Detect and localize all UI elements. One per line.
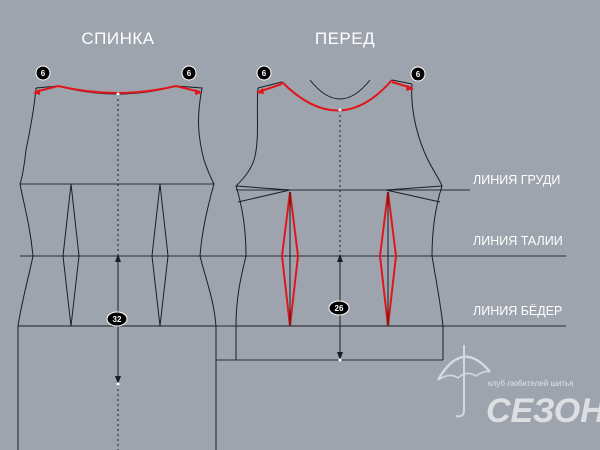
back-neckline-red — [57, 85, 177, 94]
back-shoulder-arrow-right — [195, 89, 202, 95]
badge-front-length: 26 — [328, 300, 350, 316]
front-bust-dart-right — [385, 185, 443, 203]
back-arrow-down — [115, 376, 121, 384]
svg-text:32: 32 — [113, 315, 122, 324]
front-shoulder-left — [257, 81, 283, 89]
back-bodice-outline — [17, 85, 217, 450]
dot-front-bottom — [338, 358, 342, 362]
front-title: ПЕРЕД — [315, 29, 375, 48]
back-title: СПИНКА — [81, 29, 154, 48]
svg-text:6: 6 — [416, 70, 421, 79]
bust-line-label: ЛИНИЯ ГРУДИ — [473, 173, 560, 187]
dot-back-top — [116, 92, 120, 96]
logo-tagline: клуб любителей шитья — [488, 379, 574, 388]
back-dart-left — [62, 183, 80, 327]
front-shoulder-arrow-right — [406, 85, 414, 91]
front-neckline-red — [281, 79, 393, 112]
hip-line-label: ЛИНИЯ БЁДЕР — [473, 304, 562, 318]
back-shoulder-arrow-left — [33, 89, 40, 95]
front-arrow-up — [337, 254, 343, 262]
front-bust-dart-left — [235, 185, 291, 203]
waist-line-label: ЛИНИЯ ТАЛИИ — [473, 234, 563, 248]
back-arrow-up — [115, 254, 121, 262]
badge-back-length: 32 — [106, 311, 128, 327]
logo-name: СЕЗОН — [486, 392, 600, 430]
front-shoulder-right — [391, 79, 413, 85]
back-dart-right — [151, 183, 169, 327]
svg-text:6: 6 — [262, 69, 267, 78]
badge-back-right: 6 — [181, 65, 197, 81]
svg-text:26: 26 — [335, 304, 344, 313]
umbrella-icon — [436, 345, 491, 418]
svg-text:6: 6 — [187, 69, 192, 78]
front-shoulder-arrow-left — [256, 88, 264, 94]
front-arrow-down — [337, 352, 343, 360]
badge-front-left: 6 — [256, 65, 272, 81]
front-inner-neckline — [309, 79, 371, 100]
badge-front-right: 6 — [410, 66, 426, 82]
badge-back-left: 6 — [35, 65, 51, 81]
dot-front-top — [338, 108, 342, 112]
dot-back-bottom — [116, 382, 120, 386]
svg-text:6: 6 — [41, 69, 46, 78]
